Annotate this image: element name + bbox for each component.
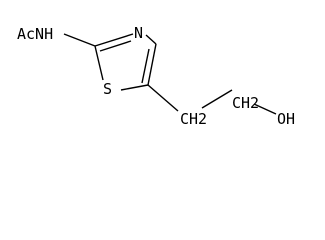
bond-ch2-oh	[253, 103, 277, 115]
ring-sulfur-label: S	[103, 80, 112, 98]
acetamido-label: AcNH	[17, 25, 53, 43]
atom-label-group: AcNH N S CH2 CH2 OH	[17, 24, 295, 128]
ch2-first-label: CH2	[180, 110, 207, 128]
bond-c5-ch2	[147, 84, 179, 112]
bond-ch2-ch2	[201, 89, 233, 109]
bond-c4-c5	[147, 43, 157, 86]
hydroxyl-label: OH	[277, 110, 295, 128]
chemical-structure: AcNH N S CH2 CH2 OH	[17, 24, 295, 128]
bond-group	[63, 33, 277, 115]
ch2-second-label: CH2	[232, 94, 259, 112]
bond-c2-n3-double	[99, 40, 132, 52]
bond-c2-n3	[94, 33, 134, 47]
bond-c5-s1	[120, 84, 149, 91]
bond-s1-c2	[94, 45, 104, 81]
bond-c4-c5-double	[141, 48, 150, 84]
ring-nitrogen-label: N	[134, 24, 143, 42]
bond-nh-c2	[63, 33, 96, 47]
bond-n3-c4	[145, 34, 157, 45]
